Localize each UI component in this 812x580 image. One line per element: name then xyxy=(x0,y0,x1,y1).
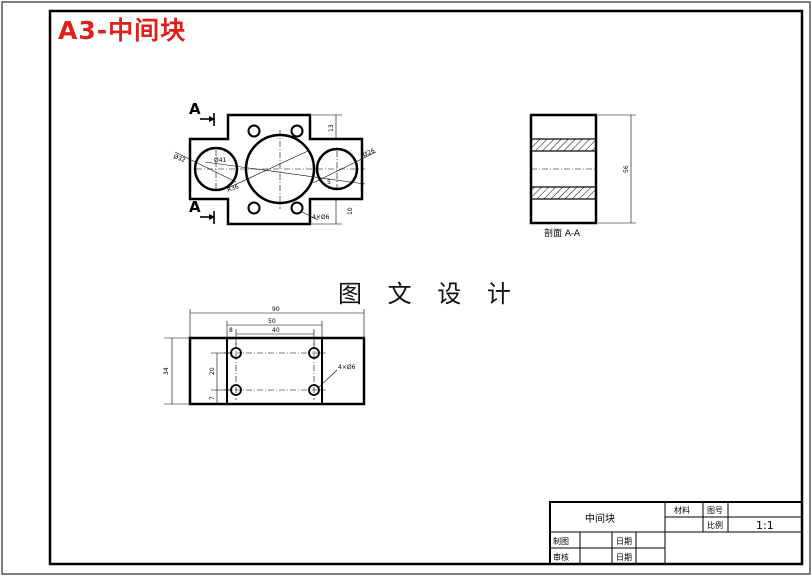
mount-hole xyxy=(247,201,261,215)
dim-center-diameter: Ø41 xyxy=(214,157,227,164)
title-block xyxy=(549,501,803,565)
section-hatch-bottom xyxy=(530,186,597,200)
top-outline xyxy=(188,336,366,406)
dim-top-height: 13 xyxy=(328,124,335,132)
title-check-label: 审核 xyxy=(553,552,569,562)
title-drawing-no-label: 图号 xyxy=(707,506,723,515)
inner-frame xyxy=(48,9,804,566)
section-letter-top: A xyxy=(189,100,201,118)
top-hole-offset-dim: 7 xyxy=(209,396,216,400)
dim-center-radius: R36 xyxy=(226,183,240,194)
top-middle-dim: 50 xyxy=(268,318,276,325)
top-center-lines xyxy=(224,343,326,400)
mount-hole xyxy=(290,124,304,138)
title-date-label: 日期 xyxy=(616,537,632,546)
top-hole-spacing-dim: 20 xyxy=(209,367,216,375)
section-hatch-top xyxy=(530,138,597,152)
title-scale-label: 比例 xyxy=(707,520,723,530)
dim-left-diameter: Ø32 xyxy=(172,153,186,164)
top-view xyxy=(164,309,366,406)
dim-bottom-height: 10 xyxy=(347,207,354,215)
title-date-label: 日期 xyxy=(616,553,632,562)
top-inner-dim: 40 xyxy=(272,327,280,334)
watermark-text: 图 文 设 计 xyxy=(338,280,520,308)
section-label: 剖面 A-A xyxy=(544,227,581,239)
dim-right-diameter: Ø26 xyxy=(362,147,376,159)
title-block-frame xyxy=(549,501,803,565)
dim-small: 5 xyxy=(327,179,331,186)
leader-lines xyxy=(174,114,377,225)
front-outline xyxy=(188,113,364,226)
top-holes-callout: 4×Ø6 xyxy=(338,364,356,371)
title-material-label: 材料 xyxy=(674,505,690,515)
dim-holes: 4×Ø6 xyxy=(312,214,330,221)
title-part-name: 中间块 xyxy=(585,512,615,525)
section-view xyxy=(529,113,636,225)
section-height-dim: 56 xyxy=(623,165,630,173)
top-offset-dim: 8 xyxy=(229,327,233,334)
mount-hole xyxy=(290,201,304,215)
front-view xyxy=(174,113,377,226)
top-height-dim: 34 xyxy=(163,367,170,375)
title-scale-value: 1:1 xyxy=(756,519,774,532)
drawing-heading: A3-中间块 xyxy=(58,16,187,45)
top-overall-dim: 90 xyxy=(272,306,280,313)
center-lines xyxy=(196,130,365,209)
top-dim-lines xyxy=(164,309,365,405)
section-letter-bottom: A xyxy=(189,198,201,216)
section-markers xyxy=(200,113,215,224)
title-drawn-label: 制图 xyxy=(553,536,569,546)
mount-hole xyxy=(247,124,261,138)
